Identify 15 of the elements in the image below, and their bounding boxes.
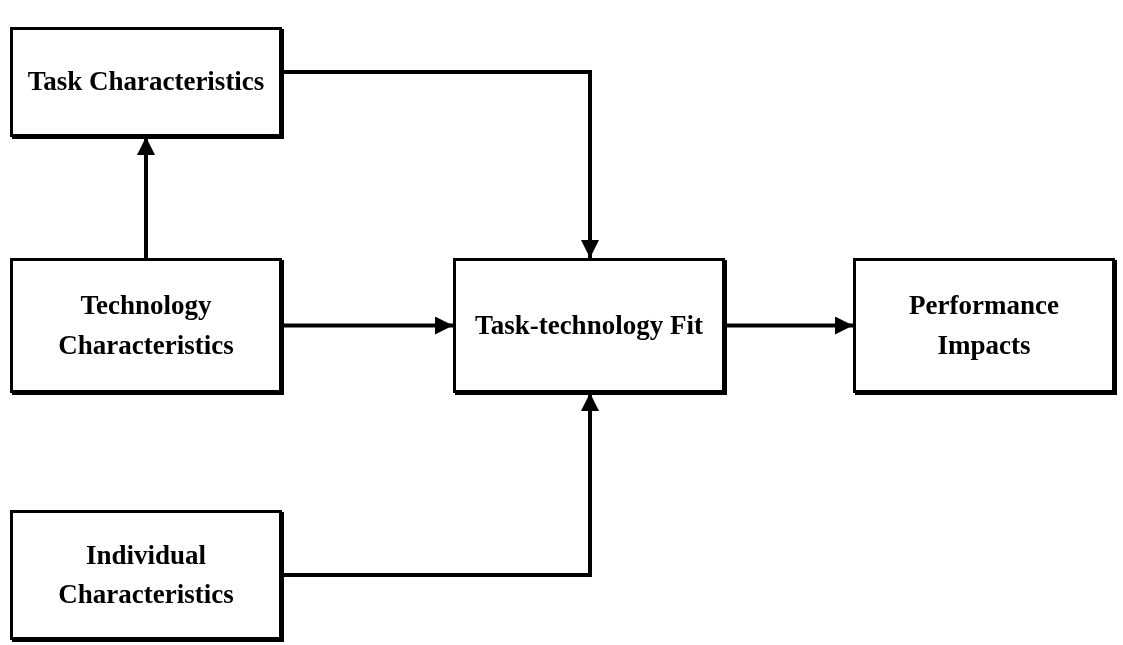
arrow: [137, 137, 155, 258]
box-label: Task-technology Fit: [475, 308, 703, 342]
process-box: [10, 27, 282, 137]
box-label: Individual Characteristics: [57, 538, 235, 611]
box-label: Task Characteristics: [27, 65, 265, 99]
process-box: [453, 258, 725, 393]
arrow: [282, 70, 599, 258]
process-box: [10, 258, 282, 393]
arrow: [725, 316, 853, 335]
arrow: [282, 393, 599, 577]
process-box: [853, 258, 1115, 393]
process-box: [10, 510, 282, 640]
box-label: Technology Characteristics: [57, 289, 235, 362]
box-label: Performance Impacts: [908, 289, 1060, 362]
arrow: [282, 316, 453, 335]
